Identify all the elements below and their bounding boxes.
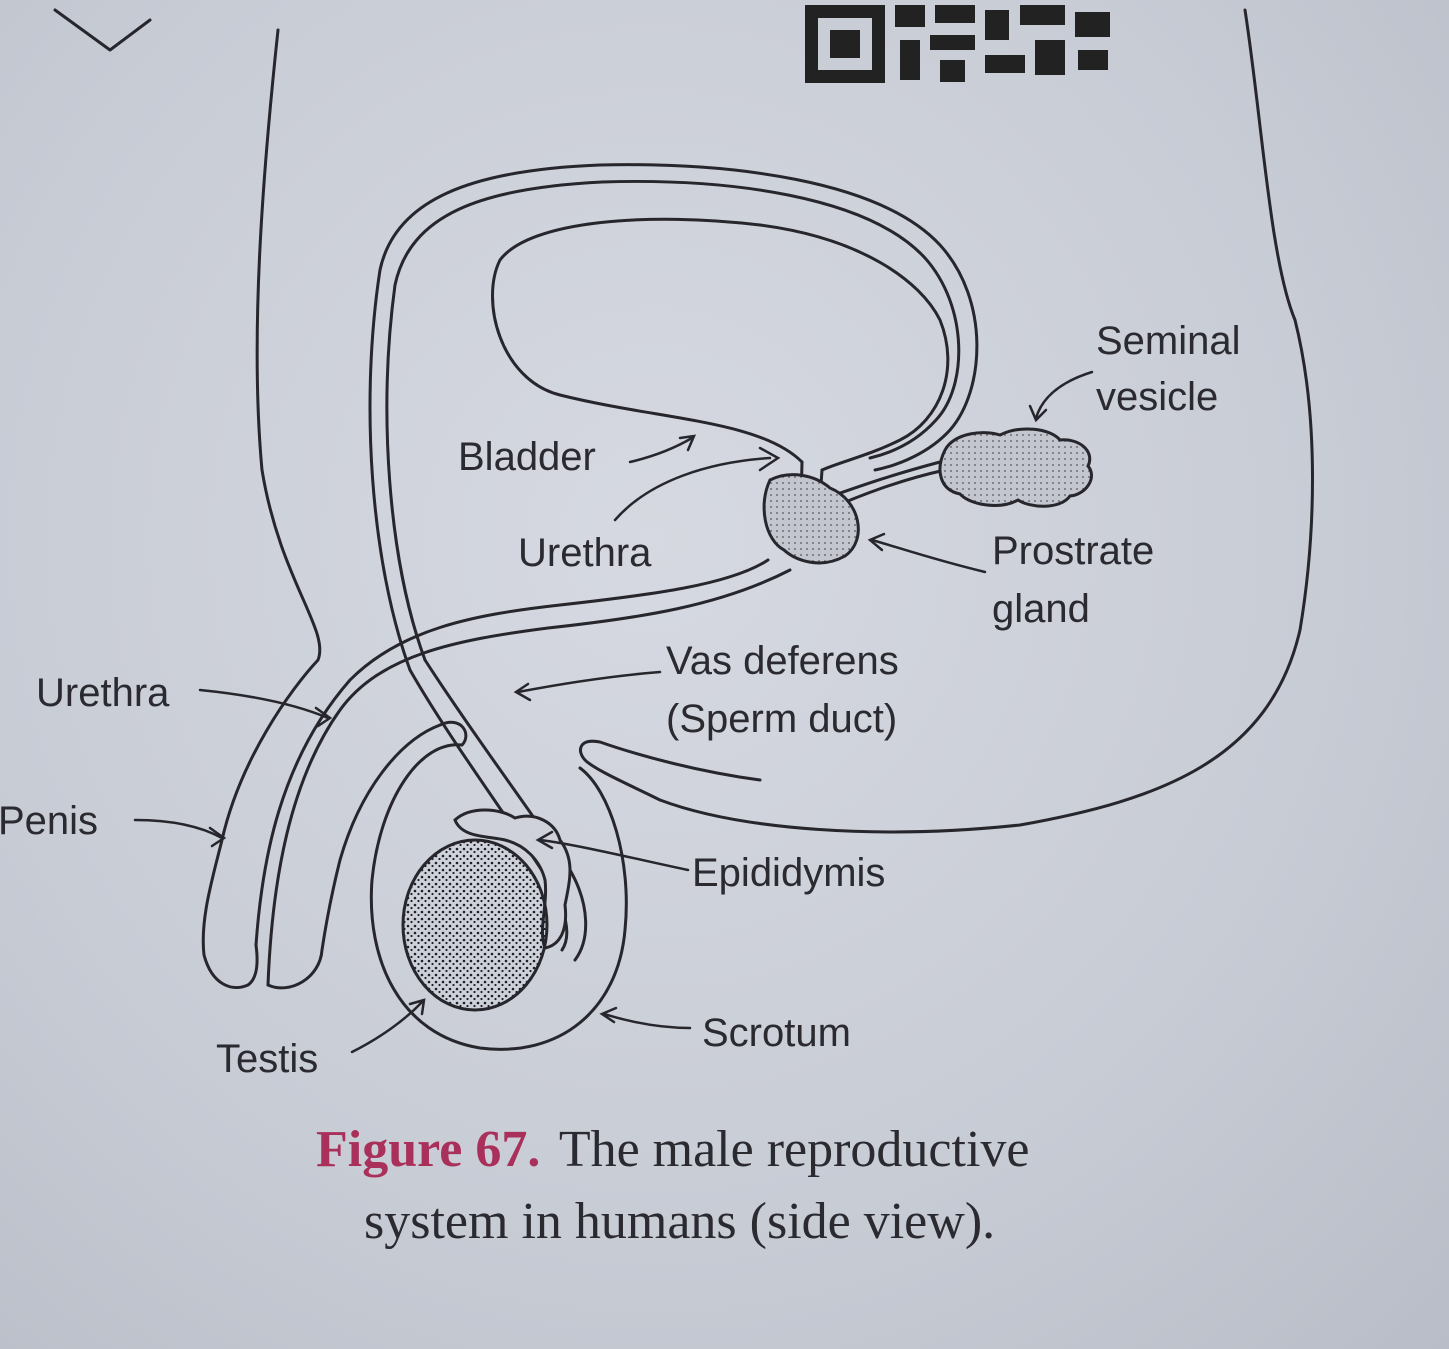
bladder-shape [368, 163, 979, 672]
label-testis: Testis [216, 1037, 318, 1081]
qr-code [805, 5, 1110, 83]
label-scrotum: Scrotum [702, 1011, 851, 1055]
label-epididymis: Epididymis [692, 851, 885, 895]
figure-caption: Figure 67. The male reproductive system … [316, 1121, 1029, 1250]
label-urethra-upper: Urethra [518, 531, 652, 575]
svg-text:Figure 67. The male repr: Figure 67. The male reproductive [316, 1121, 1029, 1178]
label-bladder: Bladder [458, 435, 596, 479]
label-seminal: Seminal [1096, 319, 1241, 363]
label-sperm-duct: (Sperm duct) [666, 697, 897, 741]
body-outline [201, 8, 1314, 989]
caption-line-2: system in humans (side view). [364, 1193, 995, 1250]
scrotum-outline [369, 743, 628, 1051]
penis-outline [254, 558, 792, 990]
caption-line-1: The male reproductive [559, 1121, 1030, 1178]
label-vesicle: vesicle [1096, 375, 1218, 419]
testis [401, 838, 549, 1012]
caption-figure-number: Figure 67. [316, 1121, 540, 1178]
epididymis [453, 808, 572, 950]
prostate-gland [762, 473, 860, 565]
leader-arrows [133, 370, 1094, 1054]
label-gland: gland [992, 587, 1090, 631]
seminal-vesicle [938, 427, 1093, 508]
label-vas-deferens: Vas deferens [666, 639, 899, 683]
labels: Bladder Urethra Seminal vesicle Prostrat… [0, 319, 1241, 1081]
check-mark [53, 8, 152, 52]
label-penis: Penis [0, 799, 98, 843]
label-prostrate: Prostrate [992, 529, 1154, 573]
label-urethra-lower: Urethra [36, 671, 170, 715]
